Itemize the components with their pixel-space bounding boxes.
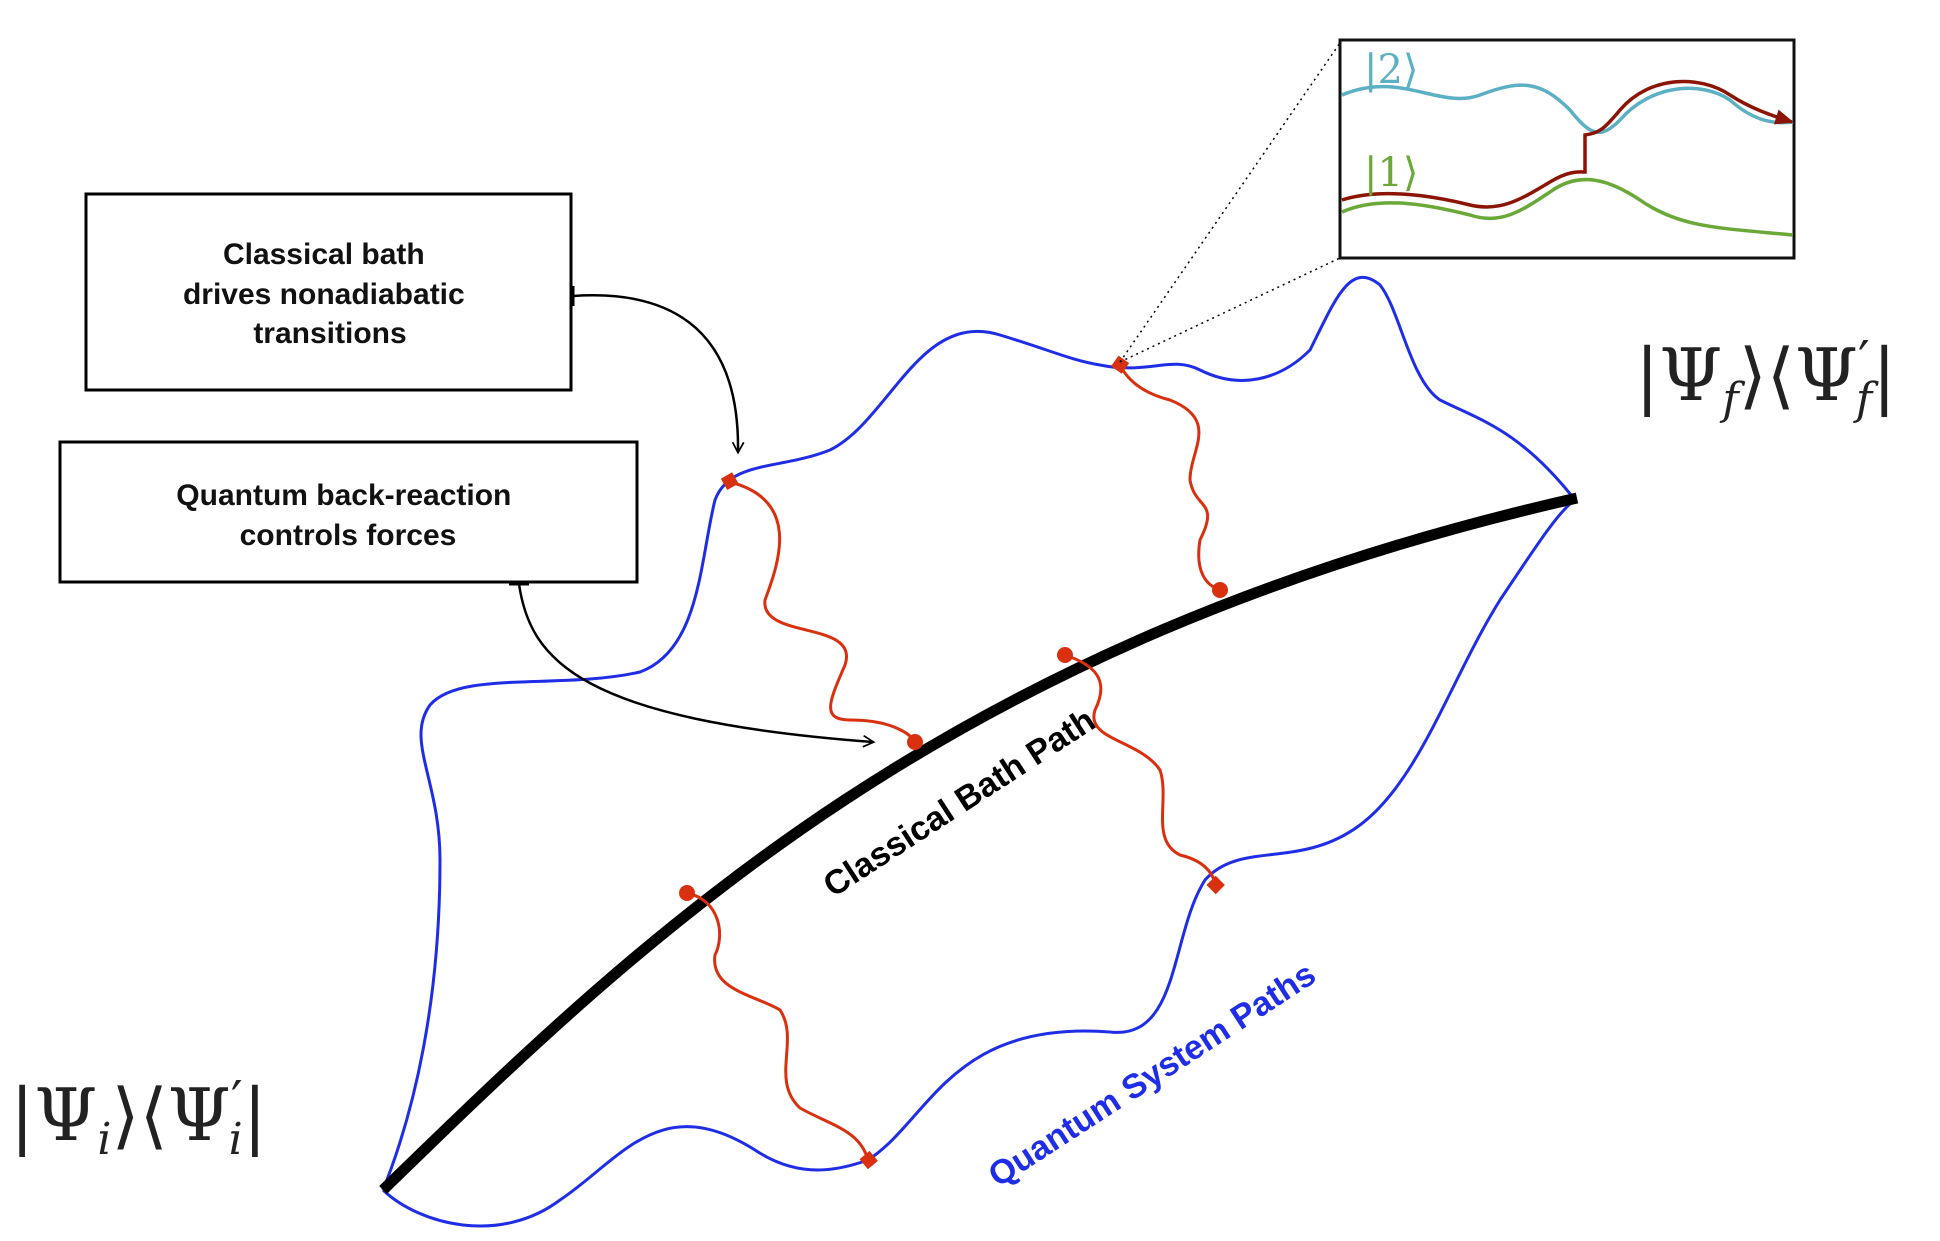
classical-bath-arrow	[572, 294, 745, 455]
initial-bra: ⟩⟨Ψ	[111, 1073, 230, 1157]
final-density-matrix: |Ψf⟩⟨Ψ′f|	[1635, 331, 1896, 425]
classical-bath-box-line-1: Classical bath	[223, 238, 425, 271]
coupling-line-4	[686, 891, 870, 1161]
state1-curve	[1341, 177, 1794, 237]
coupling-line-1	[729, 480, 917, 743]
backreaction-box: Quantum back-reaction controls forces	[58, 440, 639, 584]
backreaction-box-line-2: controls forces	[240, 519, 457, 552]
classical-bath-box-line-2: drives nonadiabatic	[183, 278, 465, 311]
final-bra: ⟩⟨Ψ	[1739, 333, 1858, 417]
inset-panel: |2⟩ |1⟩	[1338, 38, 1796, 260]
initial-ket-sub: i	[97, 1114, 111, 1165]
hopping-trajectory	[1341, 79, 1795, 209]
initial-density-matrix: |Ψi⟩⟨Ψ′i|	[10, 1071, 267, 1165]
svg-text:Classical bath drives no: Classical bath drives nonadiabatic trans…	[183, 238, 473, 350]
coupling-line-2	[1118, 364, 1221, 592]
final-ket: |Ψ	[1635, 333, 1722, 417]
endpoint-dot-1	[907, 734, 923, 750]
quantum-paths-label: Quantum System Paths	[982, 955, 1323, 1195]
backreaction-arrow	[517, 583, 876, 748]
coupling-endpoints	[679, 355, 1228, 1170]
backreaction-box-line-1: Quantum back-reaction	[176, 479, 511, 512]
initial-ket: |Ψ	[10, 1073, 97, 1157]
endpoint-dot-3	[1057, 647, 1073, 663]
endpoint-square-2	[1111, 355, 1130, 374]
endpoint-square-3	[1206, 875, 1225, 895]
classical-bath-box-line-3: transitions	[253, 317, 406, 350]
endpoint-dot-2	[1212, 582, 1228, 598]
initial-bra-close: |	[243, 1073, 267, 1157]
endpoint-square-1	[720, 472, 739, 491]
svg-text:Quantum back-reaction co: Quantum back-reaction controls forces	[176, 479, 519, 552]
coupling-lines	[686, 364, 1221, 1161]
quantum-path-upper	[381, 276, 1577, 1191]
classical-bath-box: Classical bath drives nonadiabatic trans…	[84, 192, 573, 392]
state1-label: |1⟩	[1364, 150, 1419, 196]
inset-frame	[1338, 38, 1796, 260]
quantum-path-lower	[381, 498, 1576, 1228]
classical-bath-box-frame	[84, 192, 573, 392]
backreaction-box-frame	[58, 440, 639, 584]
initial-bra-sub: i	[229, 1114, 243, 1165]
zoom-lines	[1119, 39, 1343, 363]
initial-bra-prime: ′	[231, 1071, 243, 1131]
final-bra-close: |	[1872, 333, 1896, 417]
final-bra-prime: ′	[1858, 331, 1870, 391]
coupling-line-3	[1064, 653, 1217, 886]
state2-curve	[1341, 83, 1794, 135]
classical-bath-path	[379, 492, 1579, 1194]
endpoint-dot-4	[679, 885, 695, 901]
state2-label: |2⟩	[1364, 47, 1419, 93]
endpoint-square-4	[859, 1150, 878, 1170]
